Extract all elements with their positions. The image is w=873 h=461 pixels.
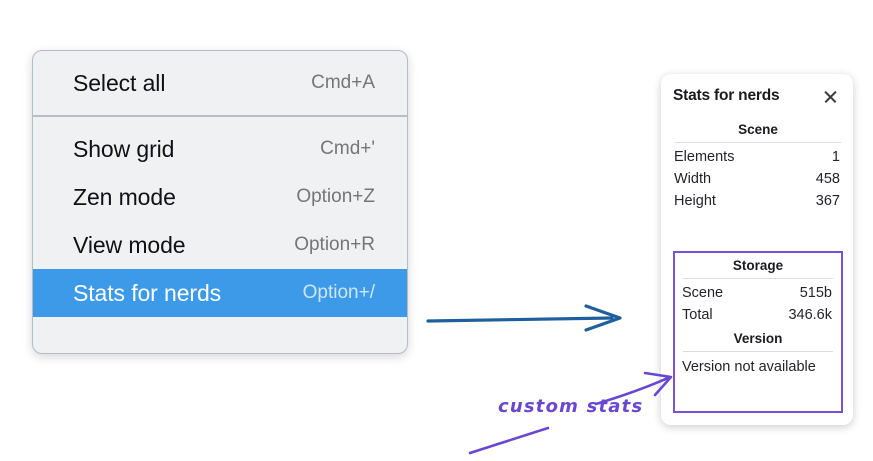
menu-item-zen-mode[interactable]: Zen mode Option+Z [33, 173, 407, 221]
stat-key: Elements [674, 149, 735, 165]
stat-row-elements: Elements 1 [673, 146, 843, 168]
menu-item-select-all[interactable]: Select all Cmd+A [33, 59, 407, 107]
stat-key: Height [674, 193, 716, 209]
divider [683, 278, 833, 279]
panel-title: Stats for nerds [673, 87, 780, 104]
stats-for-nerds-panel: Stats for nerds Scene Elements 1 Width 4… [661, 74, 853, 425]
menu-item-label: Stats for nerds [73, 279, 222, 306]
context-menu: Select all Cmd+A Show grid Cmd+' Zen mod… [32, 50, 408, 354]
menu-item-view-mode[interactable]: View mode Option+R [33, 221, 407, 269]
stats-panel-header: Stats for nerds [673, 87, 843, 105]
stat-row-width: Width 458 [673, 168, 843, 190]
handwritten-annotation-label: custom stats [498, 396, 644, 417]
menu-item-label: Zen mode [73, 183, 176, 210]
menu-item-label: View mode [73, 231, 186, 258]
menu-item-shortcut: Option+Z [296, 186, 375, 207]
storage-section-heading: Storage [732, 258, 784, 273]
menu-group-2: Show grid Cmd+' Zen mode Option+Z View m… [33, 115, 407, 334]
menu-item-stats-for-nerds[interactable]: Stats for nerds Option+/ [33, 269, 407, 317]
menu-item-shortcut: Cmd+A [311, 72, 375, 93]
menu-item-shortcut: Option+/ [302, 282, 375, 303]
divider [675, 142, 841, 143]
version-section-heading: Version [733, 331, 783, 346]
stat-value: 346.6k [788, 307, 832, 323]
menu-item-shortcut: Cmd+' [320, 138, 375, 159]
stat-row-storage-total: Total 346.6k [681, 304, 835, 326]
stat-value: 515b [799, 285, 832, 301]
menu-item-shortcut: Option+R [294, 234, 375, 255]
stat-value: 1 [831, 149, 840, 165]
stat-value: 367 [815, 193, 840, 209]
stat-row-storage-scene: Scene 515b [681, 282, 835, 304]
stat-key: Total [682, 307, 713, 323]
menu-item-label: Select all [73, 69, 166, 96]
close-icon[interactable] [822, 88, 839, 105]
menu-group-1: Select all Cmd+A [33, 59, 407, 115]
menu-item-show-grid[interactable]: Show grid Cmd+' [33, 125, 407, 173]
blue-arrow-icon [426, 304, 622, 332]
scene-section-heading: Scene [738, 122, 778, 137]
custom-stats-box: Storage Scene 515b Total 346.6k Version … [673, 251, 843, 413]
stat-row-height: Height 367 [673, 190, 843, 212]
divider [683, 351, 833, 352]
menu-bottom-padding [33, 317, 407, 334]
stat-key: Width [674, 171, 712, 187]
version-note: Version not available [682, 359, 816, 375]
stat-key: Scene [682, 285, 724, 301]
purple-underline-stroke [468, 426, 550, 455]
stat-value: 458 [815, 171, 840, 187]
menu-item-label: Show grid [73, 135, 175, 162]
